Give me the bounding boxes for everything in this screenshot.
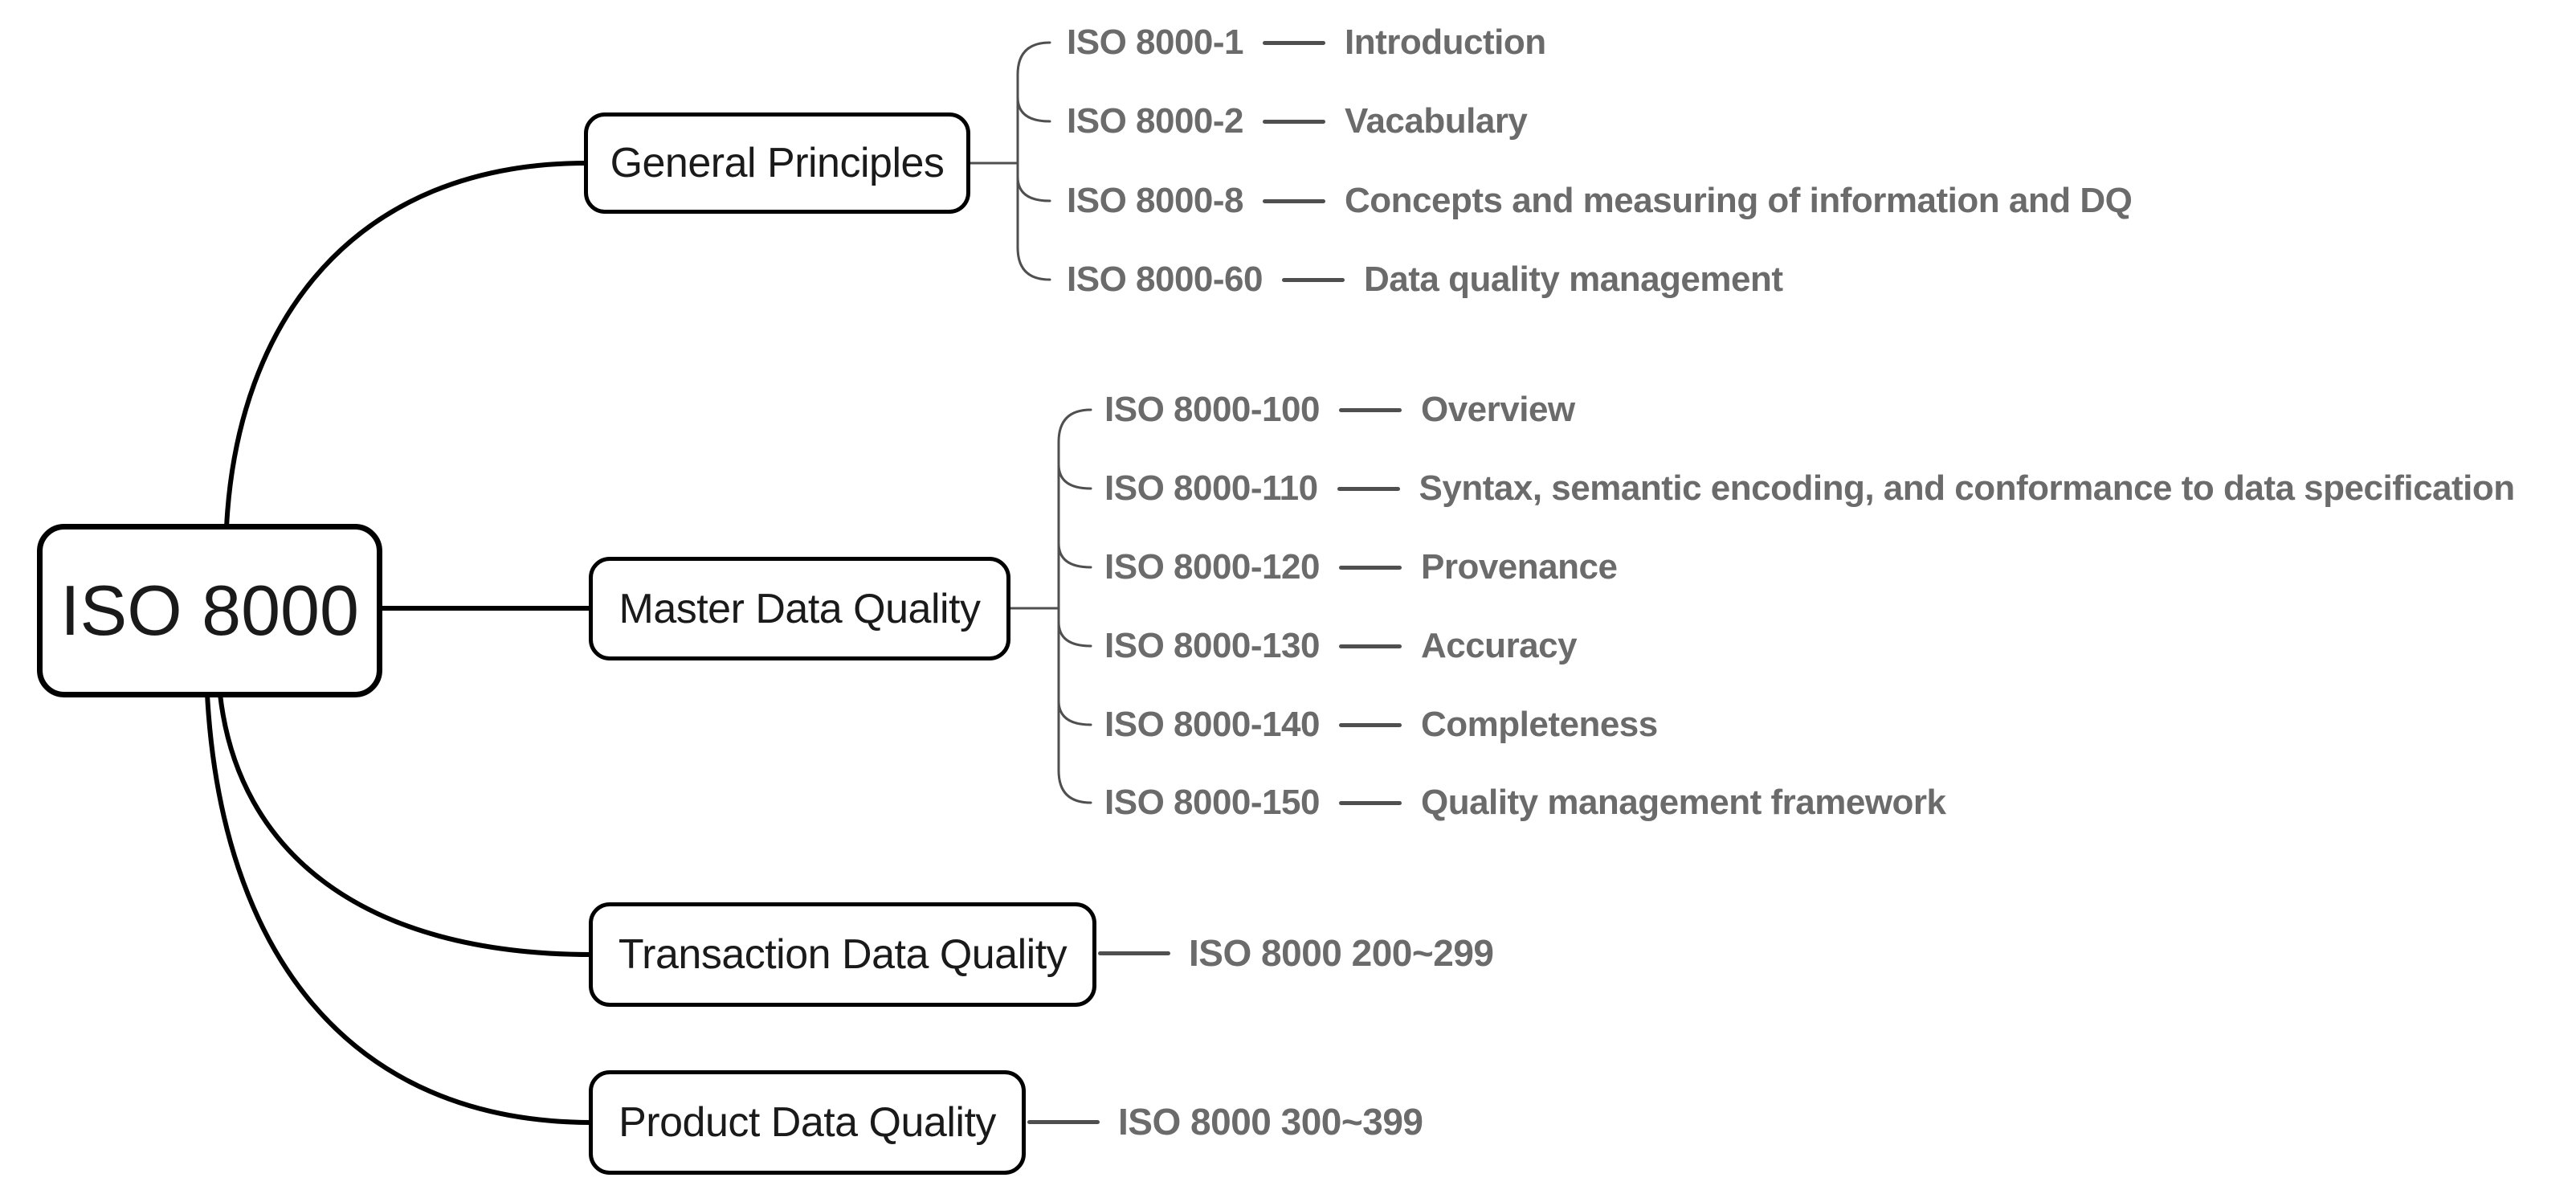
topic-dash [1263, 40, 1326, 45]
connector-master-spine [1057, 408, 1092, 804]
child-topic-iso8000-2[interactable]: ISO 8000-2 Vacabulary [1067, 101, 1528, 141]
topic-dash [1027, 1119, 1100, 1124]
connector-elbow-iso8000-110 [1057, 463, 1092, 490]
range-label: ISO 8000 300~399 [1118, 1101, 1423, 1143]
child-topic-iso8000-110[interactable]: ISO 8000-110 Syntax, semantic encoding, … [1104, 468, 2515, 509]
child-topic-iso8000-150[interactable]: ISO 8000-150 Quality management framewor… [1104, 783, 1946, 823]
topic-code: ISO 8000-110 [1104, 468, 1318, 508]
topic-code: ISO 8000-130 [1104, 626, 1320, 665]
connector-elbow-iso8000-120 [1057, 542, 1092, 569]
topic-code: ISO 8000-150 [1104, 783, 1320, 822]
topic-dash [1338, 800, 1402, 805]
range-topic-product[interactable]: ISO 8000 300~399 [1027, 1100, 1423, 1143]
connector-elbow-iso8000-130 [1057, 620, 1092, 648]
topic-label: Introduction [1345, 22, 1546, 62]
topic-label: Syntax, semantic encoding, and conforman… [1419, 468, 2516, 508]
range-label: ISO 8000 200~299 [1189, 932, 1494, 974]
branch-node-master-data-quality[interactable]: Master Data Quality [589, 557, 1010, 660]
topic-label: Overview [1420, 390, 1575, 429]
child-topic-iso8000-100[interactable]: ISO 8000-100 Overview [1104, 390, 1575, 430]
child-topic-iso8000-130[interactable]: ISO 8000-130 Accuracy [1104, 626, 1578, 666]
topic-code: ISO 8000-2 [1067, 101, 1244, 141]
topic-label: Provenance [1420, 547, 1618, 587]
root-node-label: ISO 8000 [60, 570, 359, 650]
connector-elbow-iso8000-2 [1016, 96, 1051, 123]
topic-code: ISO 8000-1 [1067, 22, 1244, 62]
branch-node-label: Transaction Data Quality [618, 931, 1068, 978]
topic-dash [1338, 644, 1402, 648]
branch-node-label: General Principles [610, 140, 945, 186]
child-topic-iso8000-60[interactable]: ISO 8000-60 Data quality management [1067, 260, 1783, 300]
topic-code: ISO 8000-100 [1104, 390, 1320, 429]
topic-label: Accuracy [1420, 626, 1578, 665]
connector-elbow-iso8000-140 [1057, 699, 1092, 726]
topic-label: Concepts and measuring of information an… [1345, 181, 2133, 220]
topic-label: Vacabulary [1345, 101, 1528, 141]
topic-code: ISO 8000-140 [1104, 705, 1320, 744]
connector-general-principles-spine [1016, 41, 1051, 281]
branch-node-transaction-data-quality[interactable]: Transaction Data Quality [589, 902, 1096, 1007]
topic-dash [1338, 565, 1402, 570]
topic-code: ISO 8000-120 [1104, 547, 1320, 587]
curve-root-to-general-principles [224, 161, 589, 530]
mindmap-root-node[interactable]: ISO 8000 [37, 524, 382, 697]
topic-dash [1338, 407, 1402, 412]
connector-elbow-iso8000-8 [1016, 175, 1051, 202]
curve-root-to-transaction-data-quality [218, 692, 594, 957]
topic-dash [1263, 119, 1326, 124]
topic-label: Completeness [1420, 705, 1658, 744]
branch-node-label: Product Data Quality [618, 1099, 996, 1146]
topic-code: ISO 8000-8 [1067, 181, 1244, 220]
topic-label: Quality management framework [1420, 783, 1946, 822]
topic-code: ISO 8000-60 [1067, 260, 1264, 299]
child-topic-iso8000-1[interactable]: ISO 8000-1 Introduction [1067, 22, 1546, 63]
child-topic-iso8000-120[interactable]: ISO 8000-120 Provenance [1104, 547, 1618, 587]
topic-dash [1263, 198, 1326, 203]
range-topic-transaction[interactable]: ISO 8000 200~299 [1098, 931, 1494, 975]
branch-node-product-data-quality[interactable]: Product Data Quality [589, 1070, 1026, 1175]
child-topic-iso8000-140[interactable]: ISO 8000-140 Completeness [1104, 705, 1658, 745]
topic-dash [1338, 722, 1402, 727]
child-topic-iso8000-8[interactable]: ISO 8000-8 Concepts and measuring of inf… [1067, 181, 2133, 221]
topic-dash [1098, 951, 1170, 955]
topic-dash [1282, 277, 1345, 282]
topic-label: Data quality management [1364, 260, 1783, 299]
curve-root-to-product-data-quality [205, 692, 594, 1125]
branch-node-label: Master Data Quality [618, 585, 982, 632]
branch-node-general-principles[interactable]: General Principles [584, 112, 970, 214]
topic-dash [1337, 486, 1400, 491]
